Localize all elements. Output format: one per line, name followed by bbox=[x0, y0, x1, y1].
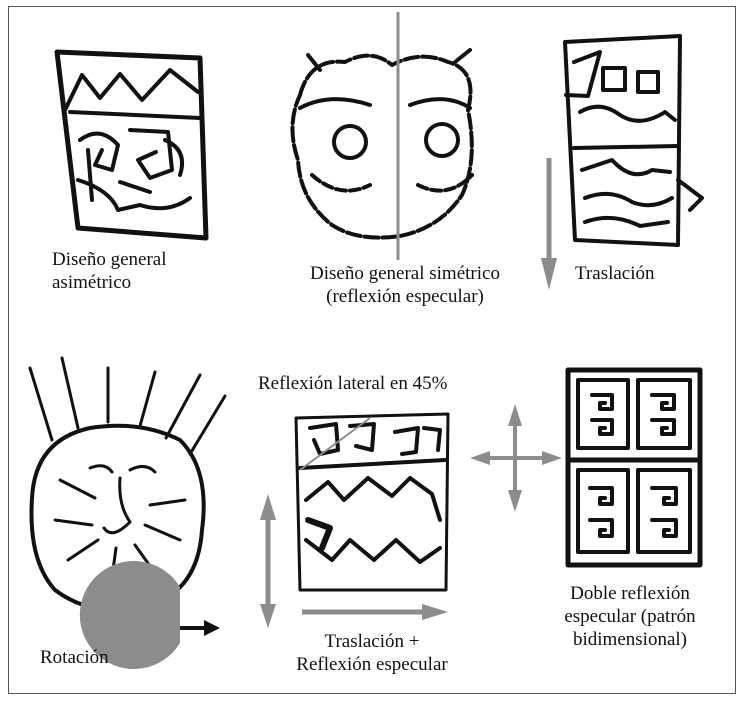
double-caption-line3: bidimensional) bbox=[535, 628, 725, 651]
pacman-rotation-icon bbox=[72, 536, 232, 694]
symmetric-motif bbox=[292, 50, 472, 238]
symmetric-caption-line2: (reflexión especular) bbox=[262, 285, 548, 308]
symmetric-caption-line1: Diseño general simétrico bbox=[262, 262, 548, 285]
double-caption-line2: especular (patrón bbox=[535, 605, 725, 628]
glide-caption-line2: Reflexión especular bbox=[262, 653, 482, 676]
asymmetric-caption-line2: asimétrico bbox=[52, 271, 166, 294]
glide-caption-line1: Traslación + bbox=[262, 630, 482, 653]
double-reflection-motif bbox=[568, 370, 700, 565]
glide-reflection-caption: Traslación + Reflexión especular bbox=[262, 630, 482, 676]
glide-motif bbox=[296, 414, 448, 590]
double-reflection-caption: Doble reflexión especular (patrón bidime… bbox=[535, 582, 725, 651]
asymmetric-caption: Diseño general asimétrico bbox=[52, 248, 166, 294]
right-arrow-icon bbox=[302, 604, 448, 620]
lateral-reflection-caption: Reflexión lateral en 45% bbox=[258, 372, 447, 395]
rotation-caption: Rotación bbox=[40, 646, 109, 669]
vertical-double-arrow-icon bbox=[260, 494, 276, 628]
symmetric-caption: Diseño general simétrico (reflexión espe… bbox=[262, 262, 548, 308]
translation-caption: Traslación bbox=[575, 262, 655, 285]
asymmetric-motif bbox=[57, 52, 206, 238]
four-way-arrow-icon bbox=[470, 404, 562, 512]
double-caption-line1: Doble reflexión bbox=[535, 582, 725, 605]
asymmetric-caption-line1: Diseño general bbox=[52, 248, 166, 271]
translation-motif bbox=[565, 36, 702, 245]
